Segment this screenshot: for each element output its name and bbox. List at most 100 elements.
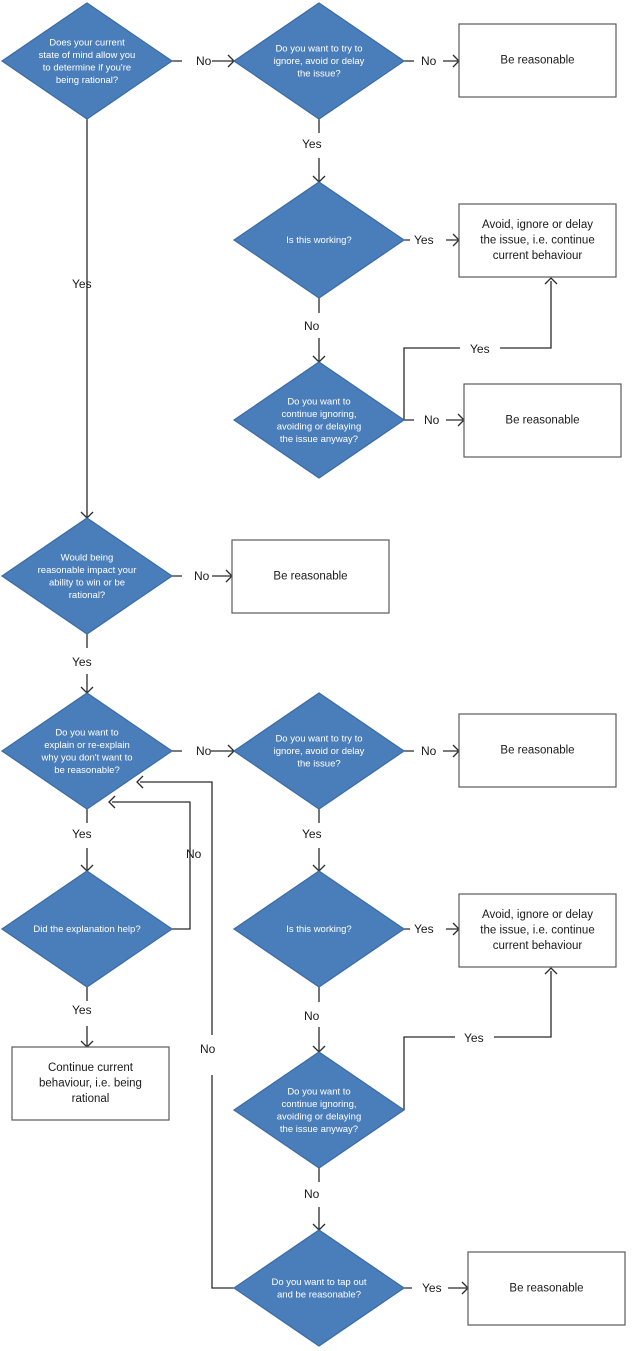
edge-e8 (80, 119, 94, 519)
node-label-line: reasonable impact your (38, 564, 137, 575)
edge-line (403, 281, 552, 420)
edge-label-e8: Yes (72, 277, 92, 291)
terminal-shape[interactable] (458, 713, 617, 788)
terminal-shape[interactable] (467, 1251, 626, 1326)
decision-shape[interactable] (0, 870, 174, 988)
node-label-line: behaviour, i.e. being (39, 1078, 142, 1090)
node-label-line: continue ignoring, (282, 1098, 357, 1109)
node-b8-be-reasonable[interactable]: Be reasonable (467, 1251, 626, 1326)
edge-label-e20: No (304, 1187, 320, 1201)
terminal-shape[interactable] (463, 383, 622, 458)
node-label-line: Do you want to (55, 727, 118, 738)
node-label-line: the issue, i.e. continue (480, 235, 594, 247)
terminal-shape[interactable] (231, 539, 390, 614)
edge-label-e9: No (194, 569, 210, 583)
edge-label-e5: No (304, 319, 320, 333)
node-label-line: ignore, avoid or delay (274, 746, 365, 757)
decision-shape[interactable] (0, 517, 174, 635)
node-d9-is-this-working[interactable]: Is this working? (232, 870, 406, 988)
node-b6-avoid-ignore-or-delay[interactable]: Avoid, ignore or delay the issue, i.e. co… (458, 893, 617, 968)
terminal-shape[interactable] (11, 1046, 170, 1121)
node-label: Be reasonable (509, 1283, 583, 1295)
node-label-line: avoiding or delaying (277, 1111, 362, 1122)
terminal-shape[interactable] (458, 23, 617, 98)
edge-label-e10: Yes (72, 655, 92, 669)
decision-shape[interactable] (232, 181, 406, 299)
node-label-line: rational? (69, 589, 105, 600)
edge-label-e17: Yes (414, 922, 434, 936)
node-label-line: to determine if you're (43, 62, 131, 73)
node-label: Avoid, ignore or delay the issue, i.e. co… (480, 909, 594, 952)
edge-label-e4: Yes (414, 233, 434, 247)
node-label-line: the issue anyway? (280, 1123, 358, 1134)
node-label-line: avoiding or delaying (277, 421, 362, 432)
node-label-line: explain or re-explain (44, 739, 130, 750)
node-label-line: Do you want to try to (275, 43, 362, 54)
edge-line (140, 781, 234, 1289)
node-label-line: rational (72, 1093, 110, 1105)
decision-shape[interactable] (0, 2, 174, 120)
node-label-line: ability to win or be (49, 577, 125, 588)
node-label-line: the issue? (297, 68, 340, 79)
decision-shape[interactable] (232, 692, 406, 810)
node-d3-is-this-working[interactable]: Is this working? (232, 181, 406, 299)
decision-shape[interactable] (232, 870, 406, 988)
edge-label-e2: No (421, 54, 437, 68)
terminal-shape[interactable] (458, 203, 617, 278)
node-label-line: the issue anyway? (280, 433, 358, 444)
decision-shape[interactable] (232, 361, 406, 479)
terminal-shape[interactable] (458, 893, 617, 968)
node-label-line: the issue, i.e. continue (480, 925, 594, 937)
node-b4-be-reasonable[interactable]: Be reasonable (231, 539, 390, 614)
node-b5-be-reasonable[interactable]: Be reasonable (458, 713, 617, 788)
decision-shape[interactable] (0, 692, 174, 810)
edge-label-e15: No (186, 847, 202, 861)
node-label: Be reasonable (273, 571, 347, 583)
decision-shape[interactable] (232, 1051, 406, 1169)
edge-arrowhead (108, 795, 116, 809)
edge-e16 (80, 987, 94, 1048)
edge-e15 (108, 795, 191, 930)
node-label-line: Is this working? (286, 235, 351, 246)
edge-line (403, 971, 552, 1110)
node-label-line: Avoid, ignore or delay (482, 909, 593, 921)
edge-label-e11: No (196, 744, 212, 758)
edges-layer (80, 54, 558, 1295)
edge-label-e13: Yes (302, 827, 322, 841)
node-label-line: Did the explanation help? (33, 924, 140, 935)
decision-shape[interactable] (232, 1229, 406, 1347)
edge-label-e19: Yes (464, 1031, 484, 1045)
node-label-line: being rational? (56, 74, 118, 85)
edge-label-e18: No (304, 1009, 320, 1023)
edge-e22 (136, 775, 234, 1289)
edge-label-e6: Yes (470, 342, 490, 356)
node-b1-be-reasonable[interactable]: Be reasonable (458, 23, 617, 98)
node-label-line: and be reasonable? (277, 1289, 361, 1300)
edge-line (112, 801, 191, 930)
node-label-line: Do you want to (287, 1086, 350, 1097)
node-label-line: Does your current (49, 37, 125, 48)
node-b3-be-reasonable[interactable]: Be reasonable (463, 383, 622, 458)
node-label-line: Be reasonable (273, 571, 347, 583)
node-label: Be reasonable (500, 745, 574, 757)
node-d8-did-the-explanation-help[interactable]: Did the explanation help? (0, 870, 174, 988)
decision-shape[interactable] (232, 2, 406, 120)
